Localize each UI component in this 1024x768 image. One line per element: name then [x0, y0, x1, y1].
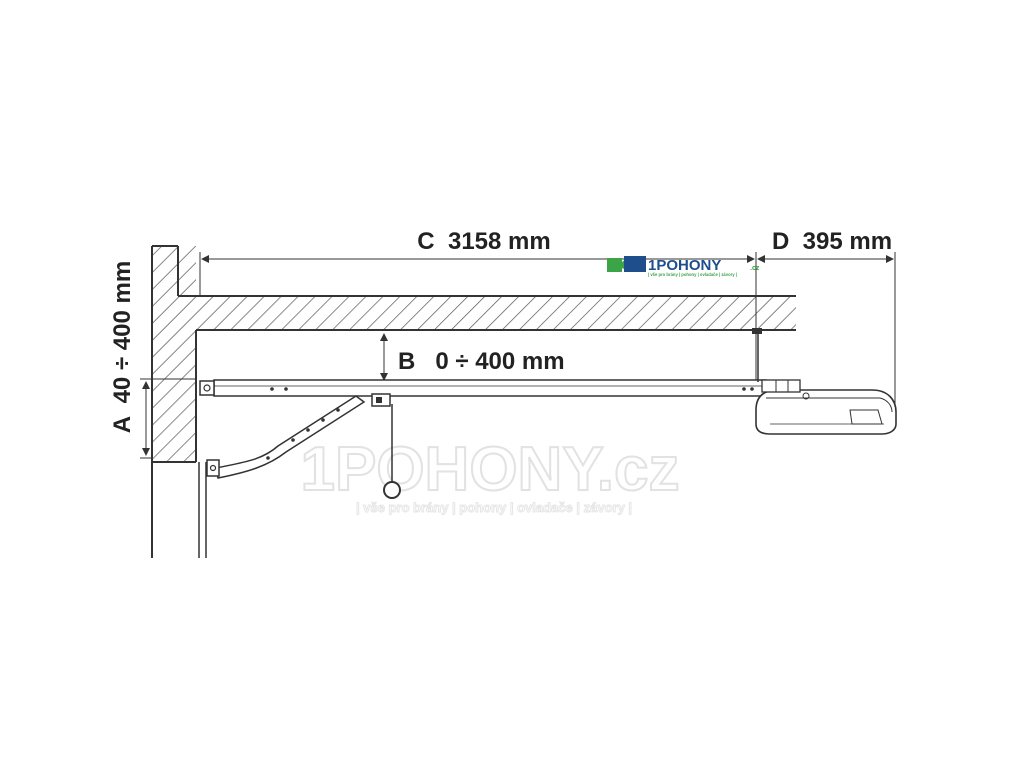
watermark-brand: 1POHONY.cz [300, 435, 679, 504]
release-handle-icon[interactable] [383, 481, 401, 499]
motor-coupling [761, 379, 801, 393]
rail-hole-3 [742, 387, 746, 391]
brand-logo: 1POHONY .cz | vše pro brány | pohony | o… [607, 256, 760, 277]
motor-top-ridge [766, 397, 893, 413]
rail [199, 328, 767, 397]
logo-brand: 1POHONY [648, 257, 721, 274]
dim-d-label: D 395 mm [772, 228, 892, 255]
dimension-d: D 395 mm [757, 228, 896, 410]
door-arm [206, 393, 391, 479]
dim-c-label: C 3158 mm [417, 228, 550, 255]
rail-hole-1 [270, 387, 274, 391]
emergency-release[interactable] [383, 404, 401, 499]
rail-hole-2 [284, 387, 288, 391]
ceiling-hatch-corner [178, 246, 196, 330]
wall-bracket [199, 380, 215, 396]
dimension-a: A 40 ÷ 400 mm [109, 261, 196, 459]
motor-screw [802, 392, 810, 400]
dimension-c: C 3158 mm [199, 228, 757, 380]
logo-suffix: .cz [750, 265, 760, 272]
arm-hole-5 [266, 456, 270, 460]
arm-hole-3 [321, 418, 325, 422]
motor-lens [849, 409, 883, 425]
arm-curved [215, 395, 366, 479]
ceiling-hanger-foot [752, 328, 762, 334]
arm-hole-4 [336, 408, 340, 412]
watermark-tagline: | vše pro brány | pohony | ovladače | zá… [356, 500, 632, 515]
dimension-b: B 0 ÷ 400 mm [380, 333, 565, 381]
motor-housing [755, 389, 897, 435]
logo-gate-panel [624, 256, 646, 272]
motor-unit [755, 379, 897, 435]
arm-hole-2 [306, 428, 310, 432]
dim-a-label: A 40 ÷ 400 mm [109, 261, 136, 433]
rail-body [213, 379, 767, 397]
door-bracket-bolt [209, 464, 217, 472]
wall-bracket-bolt [203, 384, 211, 392]
arm-hole-1 [291, 438, 295, 442]
garage-door [198, 462, 207, 558]
door-bracket [206, 459, 220, 477]
ceiling-hatch [178, 296, 796, 330]
logo-tagline: | vše pro brány | pohony | ovladače | zá… [648, 272, 737, 277]
dim-b-label: B 0 ÷ 400 mm [398, 348, 565, 375]
watermark: 1POHONY.cz | vše pro brány | pohony | ov… [299, 434, 680, 516]
rail-hole-4 [750, 387, 754, 391]
ceiling [177, 246, 796, 331]
trolley-inner [376, 397, 382, 403]
